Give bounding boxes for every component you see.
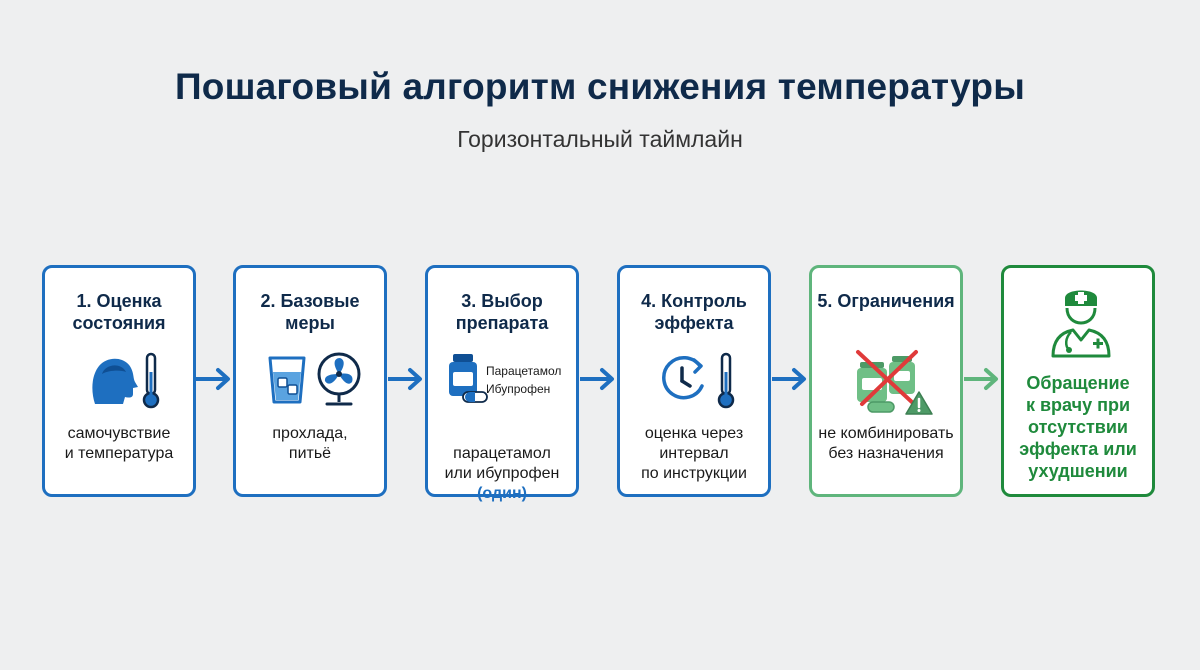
person-head-icon: [92, 358, 138, 404]
page-title: Пошаговый алгоритм снижения температуры: [174, 66, 1025, 107]
water-glass-icon: [268, 356, 306, 404]
arrow-right-icon: [388, 368, 422, 390]
capsule-icon: [462, 391, 488, 403]
step-title: 3. Выбор препарата: [455, 291, 549, 333]
step-card-2: 2. Базовые меры прохлада, питьё: [233, 265, 387, 497]
thermometer-icon: [142, 352, 160, 409]
arrow-right-icon: [196, 368, 230, 390]
step-title: 2. Базовые меры: [260, 291, 360, 333]
step-text: парацетамол или ибупрофен (один): [428, 424, 576, 524]
step-text: самочувствие и температура: [64, 425, 174, 462]
page-subtitle: Горизонтальный таймлайн: [457, 126, 743, 152]
step-title: 4. Контроль эффекта: [641, 291, 747, 333]
drug-names: Парацетамол Ибупрофен: [486, 364, 562, 396]
arrow-right-icon: [772, 368, 806, 390]
warning-icon: [905, 391, 933, 415]
step-card-4: 4. Контроль эффекта оценка через интерва…: [617, 265, 771, 497]
pill-bottle-icon: [449, 354, 477, 396]
fan-icon: [317, 352, 361, 406]
step-text: не комбинировать без назначения: [818, 425, 954, 462]
clock-icon: [662, 355, 704, 400]
step-title: 5. Ограничения: [817, 291, 955, 311]
step-card-3: 3. Выбор препарата Парацетамол Ибупрофен…: [425, 265, 579, 502]
arrow-right-icon: [580, 368, 614, 390]
crossed-medicines-icon: [856, 350, 918, 413]
final-text: Обращение к врачу при отсутствии эффекта…: [1019, 373, 1137, 481]
step-card-1: 1. Оценка состояния самочувствие и темпе…: [42, 265, 196, 497]
step-text: оценка через интервал по инструкции: [641, 425, 747, 482]
doctor-icon: [1051, 290, 1111, 358]
step-text-main: парацетамол или ибупрофен: [444, 445, 560, 482]
step-text-highlight: (один): [477, 485, 527, 502]
step-text: прохлада, питьё: [272, 425, 348, 462]
thermometer-icon: [717, 352, 735, 409]
step-title: 1. Оценка состояния: [72, 291, 166, 333]
step-card-5: 5. Ограничения не комбинировать без назн…: [809, 265, 963, 497]
arrow-right-icon: [964, 368, 998, 390]
final-card-doctor: Обращение к врачу при отсутствии эффекта…: [1001, 265, 1155, 497]
